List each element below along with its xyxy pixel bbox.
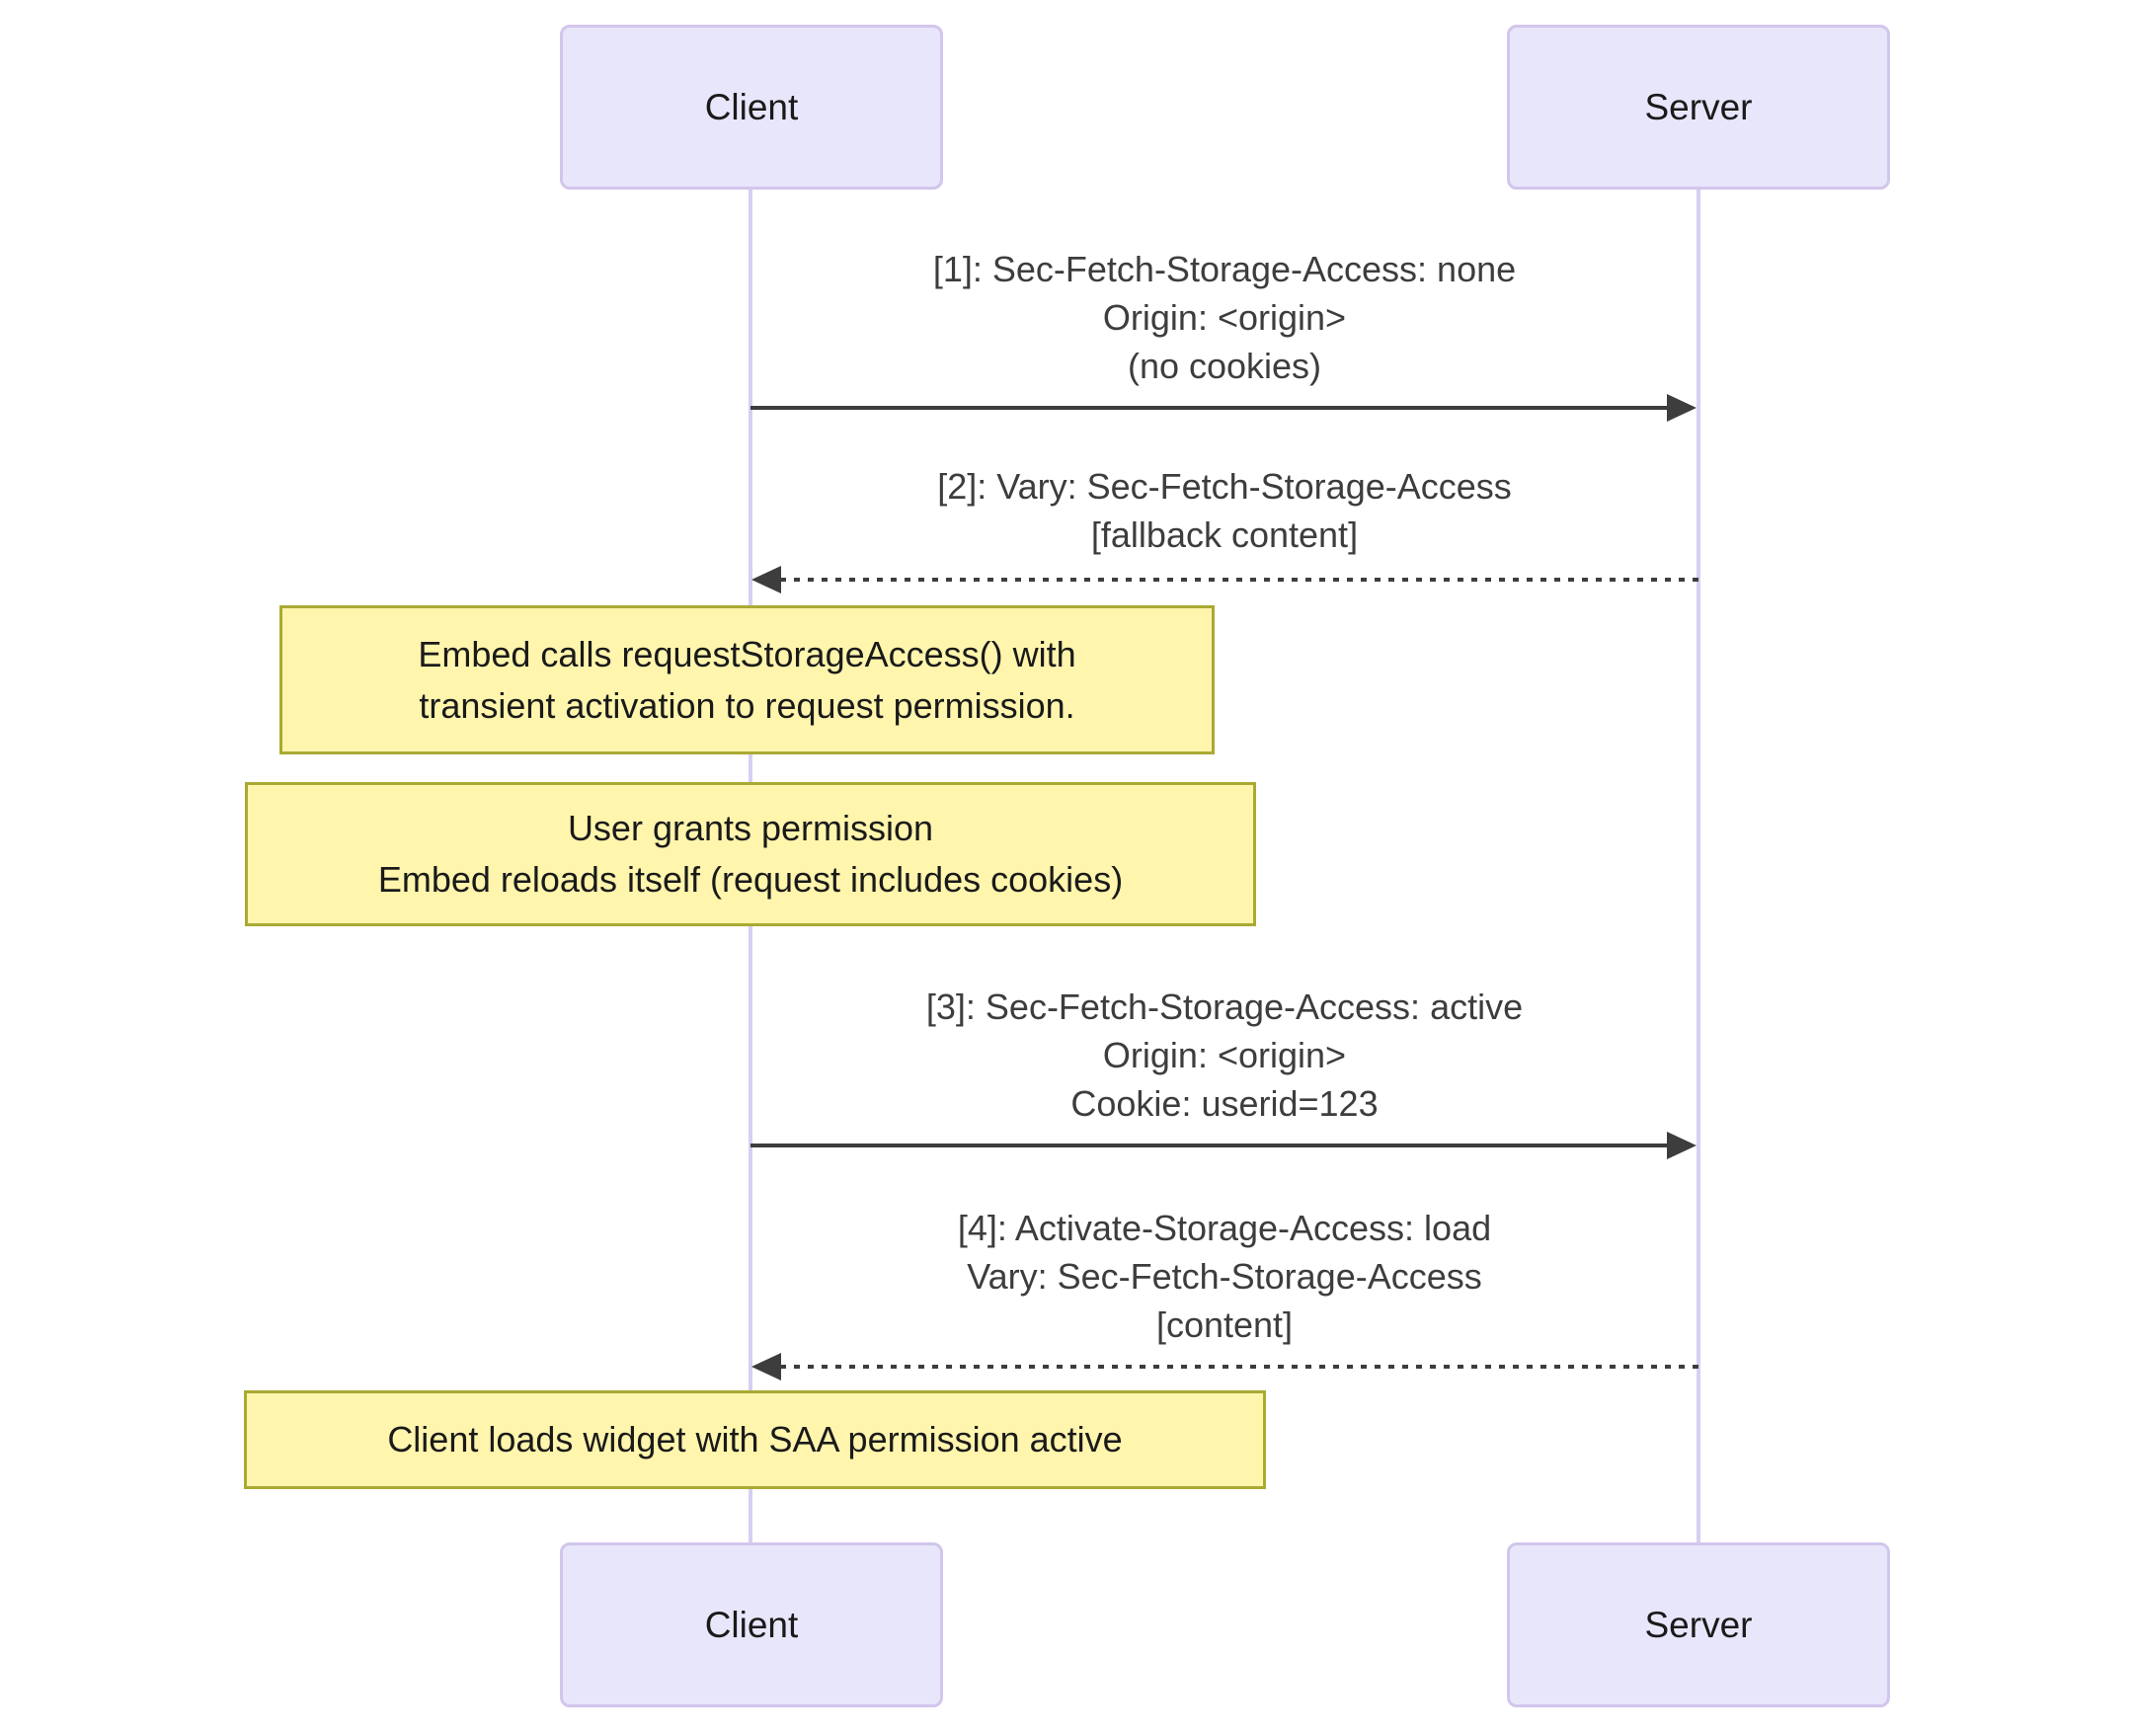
note-line: Client loads widget with SAA permission …: [387, 1419, 1123, 1460]
message-2-line: [780, 578, 1698, 582]
message-line: Origin: <origin>: [1102, 297, 1347, 338]
actor-client-top: Client: [560, 25, 943, 190]
note-line: Embed reloads itself (request includes c…: [377, 859, 1124, 900]
message-line: [2]: Vary: Sec-Fetch-Storage-Access: [937, 466, 1512, 507]
arrowhead-right-icon: [1667, 1132, 1697, 1159]
note-client-loads-widget: Client loads widget with SAA permission …: [244, 1390, 1266, 1489]
actor-server-label: Server: [1644, 86, 1753, 127]
message-3-text: [3]: Sec-Fetch-Storage-Access: active Or…: [750, 983, 1698, 1128]
message-1-line: [750, 406, 1669, 410]
message-line: Origin: <origin>: [1102, 1035, 1347, 1075]
actor-client-bottom: Client: [560, 1542, 943, 1707]
note-line: Embed calls requestStorageAccess() with: [418, 633, 1076, 674]
message-line: [1]: Sec-Fetch-Storage-Access: none: [932, 249, 1517, 289]
actor-server-label: Server: [1644, 1604, 1753, 1645]
message-4-line: [780, 1365, 1698, 1369]
note-request-storage-access: Embed calls requestStorageAccess() with …: [279, 605, 1215, 754]
note-line: User grants permission: [567, 808, 934, 848]
actor-client-label: Client: [704, 86, 799, 127]
message-line: [4]: Activate-Storage-Access: load: [957, 1208, 1492, 1248]
actor-server-bottom: Server: [1507, 1542, 1890, 1707]
message-2-text: [2]: Vary: Sec-Fetch-Storage-Access [fal…: [750, 462, 1698, 559]
note-line: transient activation to request permissi…: [419, 684, 1075, 726]
note-user-grants-permission: User grants permission Embed reloads its…: [245, 782, 1256, 926]
message-3-line: [750, 1144, 1669, 1147]
arrowhead-left-icon: [751, 566, 781, 593]
message-line: [content]: [1155, 1304, 1294, 1345]
message-line: Cookie: userid=123: [1070, 1083, 1379, 1124]
actor-server-top: Server: [1507, 25, 1890, 190]
message-line: [3]: Sec-Fetch-Storage-Access: active: [925, 986, 1524, 1027]
message-line: Vary: Sec-Fetch-Storage-Access: [967, 1256, 1482, 1297]
arrowhead-left-icon: [751, 1353, 781, 1381]
message-1-text: [1]: Sec-Fetch-Storage-Access: none Orig…: [750, 245, 1698, 390]
actor-client-label: Client: [704, 1604, 799, 1645]
arrowhead-right-icon: [1667, 394, 1697, 422]
message-line: (no cookies): [1127, 346, 1322, 386]
message-4-text: [4]: Activate-Storage-Access: load Vary:…: [750, 1204, 1698, 1349]
lifeline-server: [1697, 190, 1700, 1542]
message-line: [fallback content]: [1090, 514, 1359, 555]
